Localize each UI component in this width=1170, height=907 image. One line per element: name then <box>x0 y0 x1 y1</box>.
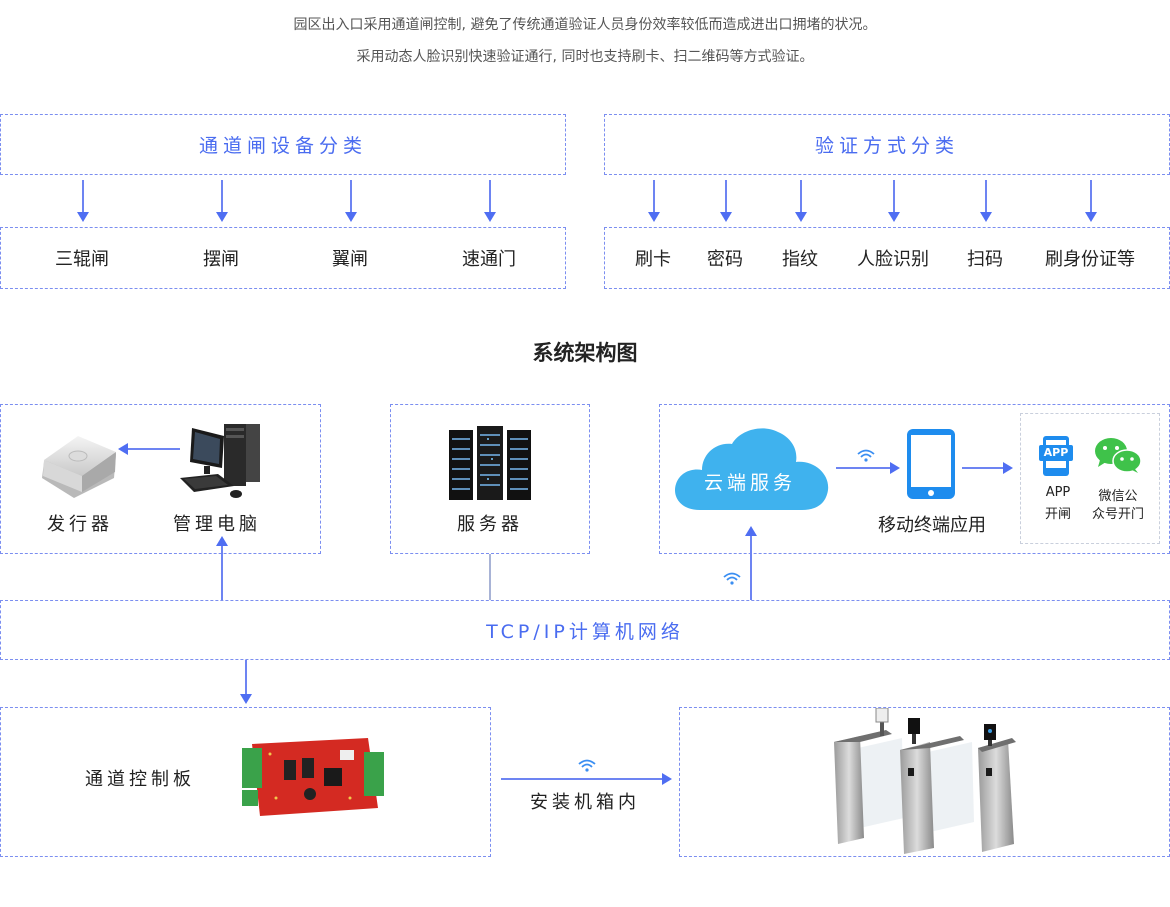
down-arrow-icon <box>795 212 807 222</box>
computer-icon <box>180 424 260 498</box>
right-arrow-icon <box>1003 462 1013 474</box>
down-arrow-icon <box>720 212 732 222</box>
control-board-icon <box>242 738 384 816</box>
verify-arrow-line <box>893 180 895 213</box>
server-box <box>390 404 590 554</box>
cloud-service-label: 云端服务 <box>703 472 796 494</box>
app-icon: APP <box>1039 436 1073 476</box>
pc-to-issuer-line <box>128 448 180 450</box>
gate-item-swing: 摆闸 <box>203 249 239 270</box>
gate-arrow-line <box>82 180 84 213</box>
verify-arrow-line <box>985 180 987 213</box>
controller-box <box>0 707 491 857</box>
wifi-icon <box>723 572 741 585</box>
verify-item-scan: 扫码 <box>967 249 1003 270</box>
network-label: TCP/IP计算机网络 <box>486 621 684 643</box>
gate-item-flap: 翼闸 <box>332 249 368 270</box>
verify-arrow-line <box>800 180 802 213</box>
wifi-icon <box>857 449 875 462</box>
gate-items-box <box>0 227 566 289</box>
app-badge-text: APP <box>1043 446 1069 459</box>
cloud-icon <box>675 428 829 510</box>
mobile-app-label: 移动终端应用 <box>878 515 986 536</box>
verify-arrow-line <box>725 180 727 213</box>
wifi-icon <box>578 759 596 772</box>
controller-to-gate-line <box>501 778 663 780</box>
down-arrow-icon <box>888 212 900 222</box>
pc-label: 管理电脑 <box>173 514 261 535</box>
verify-category-title: 验证方式分类 <box>814 135 959 157</box>
architecture-title: 系统架构图 <box>532 341 638 365</box>
issuer-label: 发行器 <box>47 514 113 535</box>
verify-item-idcard: 刷身份证等 <box>1045 249 1135 270</box>
down-arrow-icon <box>484 212 496 222</box>
verify-arrow-line <box>1090 180 1092 213</box>
intro-line-2: 采用动态人脸识别快速验证通行, 同时也支持刷卡、扫二维码等方式验证。 <box>356 49 814 65</box>
down-arrow-icon <box>345 212 357 222</box>
network-to-pc-line <box>221 545 223 600</box>
gate-category-header-box <box>0 114 566 175</box>
mobile-to-apps-line <box>962 467 1004 469</box>
gate-item-speed: 速通门 <box>462 249 516 270</box>
card-issuer-device-icon <box>42 436 116 498</box>
server-network-line <box>489 554 491 600</box>
verify-item-password: 密码 <box>707 249 743 270</box>
up-arrow-icon <box>745 526 757 536</box>
down-arrow-icon <box>648 212 660 222</box>
verify-item-fingerprint: 指纹 <box>782 249 818 270</box>
wechat-icon <box>1095 438 1142 473</box>
gate-arrow-line <box>350 180 352 213</box>
gate-arrow-line <box>489 180 491 213</box>
network-to-cloud-line <box>750 535 752 600</box>
right-arrow-icon <box>890 462 900 474</box>
left-arrow-icon <box>118 443 128 455</box>
down-arrow-icon <box>980 212 992 222</box>
controller-label: 通道控制板 <box>85 769 195 790</box>
verify-arrow-line <box>653 180 655 213</box>
network-to-controller-line <box>245 660 247 696</box>
down-arrow-icon <box>77 212 89 222</box>
server-label: 服务器 <box>457 514 523 535</box>
install-label: 安装机箱内 <box>530 792 640 813</box>
app-label-line1: APP <box>1045 485 1071 500</box>
gate-item-tripod: 三辊闸 <box>55 249 109 270</box>
cloud-to-mobile-line <box>836 467 891 469</box>
down-arrow-icon <box>216 212 228 222</box>
gate-category-title: 通道闸设备分类 <box>198 135 367 157</box>
verify-item-face: 人脸识别 <box>857 249 929 270</box>
server-rack-icon <box>449 426 531 500</box>
verify-item-card: 刷卡 <box>635 249 671 270</box>
up-arrow-icon <box>216 536 228 546</box>
down-arrow-icon <box>240 694 252 704</box>
mobile-phone-icon <box>907 429 955 499</box>
right-arrow-icon <box>662 773 672 785</box>
down-arrow-icon <box>1085 212 1097 222</box>
wechat-label-line2: 众号开门 <box>1091 507 1144 522</box>
issuer-pc-box <box>0 404 321 554</box>
gate-arrow-line <box>221 180 223 213</box>
wechat-label-line1: 微信公 <box>1098 489 1138 504</box>
app-label-line2: 开闸 <box>1044 507 1071 522</box>
open-methods-box <box>1020 413 1160 544</box>
intro-line-1: 园区出入口采用通道闸控制, 避免了传统通道验证人员身份效率较低而造成进出口拥堵的… <box>293 17 877 33</box>
speed-gate-icon <box>834 708 1016 854</box>
